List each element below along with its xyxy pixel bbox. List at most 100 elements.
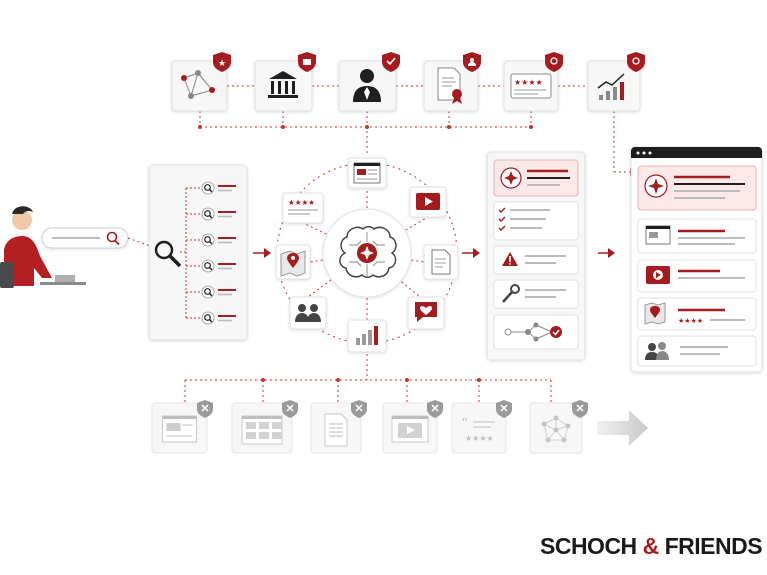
- search-icon: [201, 233, 215, 247]
- rejected-shield-icon: [197, 400, 213, 418]
- hub-satellite-map: [275, 244, 311, 280]
- query-variant-list: [201, 181, 236, 325]
- query-variant-row: [201, 207, 236, 221]
- rating-review-icon: ★★★★: [510, 73, 552, 99]
- brand-logo: SCHOCH & FRIENDS: [540, 533, 763, 560]
- svg-text:“: “: [461, 416, 468, 432]
- search-icon: [201, 181, 215, 195]
- search-icon: [201, 311, 215, 325]
- brand-ampersand: &: [642, 533, 660, 559]
- network-graph-icon: [541, 415, 571, 443]
- user-searching: [0, 206, 151, 288]
- rejected-source-tile: [231, 400, 298, 454]
- ai-hub: ★★★★: [275, 157, 459, 353]
- brand-name-left: SCHOCH: [540, 533, 637, 559]
- fade-arrow: [597, 410, 648, 446]
- hub-satellite-people: [289, 296, 327, 330]
- query-variant-row: [201, 311, 236, 325]
- grid-page-icon: [241, 415, 283, 445]
- ai-sparkle-icon: [500, 167, 522, 189]
- ai-brain-icon: [339, 226, 397, 278]
- trust-tile-rating: ★★★★: [503, 52, 563, 112]
- search-icon: [201, 285, 215, 299]
- svg-text:★★★★: ★★★★: [288, 198, 315, 207]
- ai-result-page: ★★★★: [630, 146, 763, 373]
- chart-icon: [356, 326, 378, 345]
- query-fanout-panel: [148, 164, 248, 341]
- search-bar[interactable]: [41, 227, 129, 249]
- rejected-source-tile: [529, 400, 588, 454]
- svg-text:★: ★: [218, 59, 226, 69]
- person-shield-icon: [463, 52, 481, 72]
- rejected-shield-icon: [427, 400, 443, 418]
- magnifier-icon: [154, 240, 182, 268]
- flow-check-icon: [504, 322, 562, 342]
- rejected-shield-icon: [351, 400, 367, 418]
- award-shield-icon: [627, 52, 645, 72]
- trust-tile-growth: [587, 52, 645, 112]
- building-shield-icon: [298, 52, 316, 72]
- hub-satellite-chart: [347, 319, 387, 353]
- warning-icon: [502, 252, 518, 266]
- hub-satellite-chat: [407, 296, 445, 330]
- query-variant-row: [201, 259, 236, 273]
- result-row-video: [637, 259, 757, 293]
- document-icon: [324, 413, 348, 447]
- hub-satellite-webpage: [347, 157, 387, 189]
- result-row-ai-overview: [637, 165, 757, 211]
- people-icon: [645, 342, 669, 360]
- answer-row-warning: [493, 245, 579, 275]
- rating-stars-icon: ★★★★: [288, 198, 318, 215]
- brand-name-right: FRIENDS: [664, 533, 763, 559]
- check-shield-icon: [382, 52, 400, 72]
- hub-satellite-document: [423, 244, 459, 280]
- chat-icon: [415, 302, 437, 322]
- map-pin-icon: [280, 250, 306, 277]
- institution-building-icon: [268, 71, 298, 98]
- svg-text:★★★★: ★★★★: [514, 78, 543, 87]
- rejected-source-tile: [151, 400, 213, 454]
- video-page-icon: [391, 415, 429, 443]
- trust-tile-expert: [338, 52, 400, 112]
- svg-text:★★★★: ★★★★: [465, 434, 494, 443]
- user-at-laptop-icon: [0, 206, 86, 288]
- growth-chart-icon: [597, 73, 625, 100]
- certificate-document-icon: [437, 67, 462, 104]
- answer-row-tools: [493, 279, 579, 309]
- search-icon[interactable]: [106, 231, 120, 246]
- trust-tile-institution: [254, 52, 316, 112]
- hub-satellite-video: [409, 186, 447, 218]
- search-icon: [201, 259, 215, 273]
- expert-person-icon: [353, 69, 381, 102]
- rejected-source-row: “ ★★★★: [151, 354, 648, 454]
- rejected-shield-icon: [572, 400, 588, 418]
- map-rating-icon: ★★★★: [644, 302, 703, 325]
- video-icon: [646, 266, 670, 284]
- result-row-webpage: [637, 218, 757, 254]
- trust-tile-certificate: [423, 52, 481, 112]
- trust-source-row: ★: [171, 52, 645, 176]
- query-variant-row: [201, 181, 236, 195]
- checklist-icon: [498, 207, 506, 231]
- result-row-people: [637, 335, 757, 367]
- query-variant-row: [201, 233, 236, 247]
- video-icon: [416, 193, 440, 210]
- ai-sparkle-icon: [644, 174, 668, 198]
- award-shield-icon: [545, 52, 563, 72]
- rejected-shield-icon: [282, 400, 298, 418]
- search-icon: [201, 207, 215, 221]
- query-variant-row: [201, 285, 236, 299]
- wrench-icon: [502, 284, 520, 303]
- rejected-shield-icon: [496, 400, 512, 418]
- document-icon: [431, 249, 451, 275]
- rejected-source-tile: [382, 400, 443, 454]
- answer-synthesis-panel: [486, 151, 586, 361]
- webpage-icon: [645, 225, 671, 245]
- hub-satellite-rating: ★★★★: [282, 192, 324, 224]
- trust-tile-network: ★: [171, 52, 231, 112]
- answer-row-flow: [493, 314, 579, 350]
- star-shield-icon: ★: [213, 52, 231, 72]
- result-row-map-rating: ★★★★: [637, 297, 757, 331]
- svg-text:★★★★: ★★★★: [678, 317, 703, 325]
